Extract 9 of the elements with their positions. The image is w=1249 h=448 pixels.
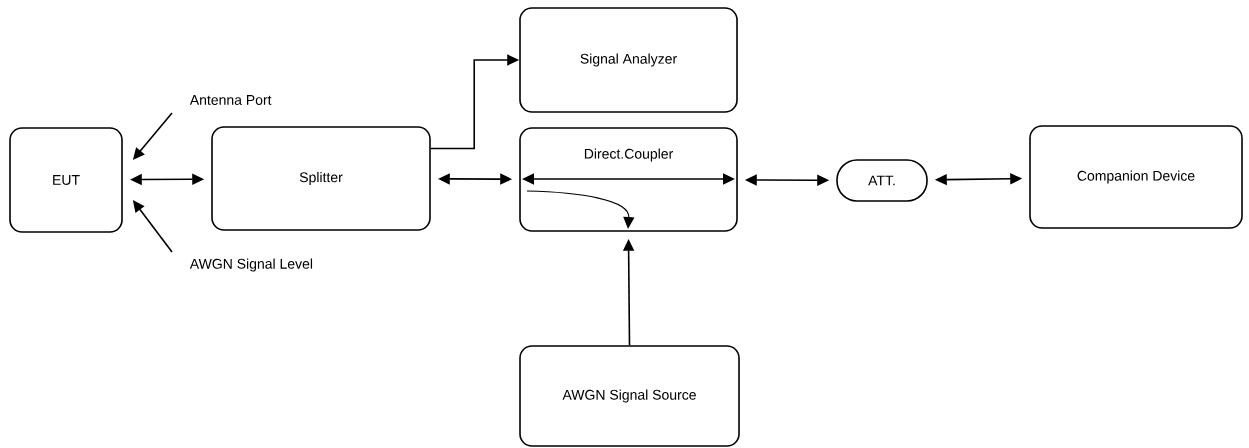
process-box: AWGN Signal Source [519, 345, 740, 447]
process-box: Signal Analyzer [519, 7, 738, 113]
coupler-box: Direct.Coupler [519, 127, 738, 232]
port-label: AWGN Signal Level [189, 258, 313, 272]
process-box: Companion Device [1029, 125, 1243, 229]
process-box: Splitter [211, 126, 431, 231]
attenuator-box: ATT. [836, 159, 928, 202]
port-label: Antenna Port [189, 95, 272, 105]
process-box: EUT [9, 127, 123, 233]
